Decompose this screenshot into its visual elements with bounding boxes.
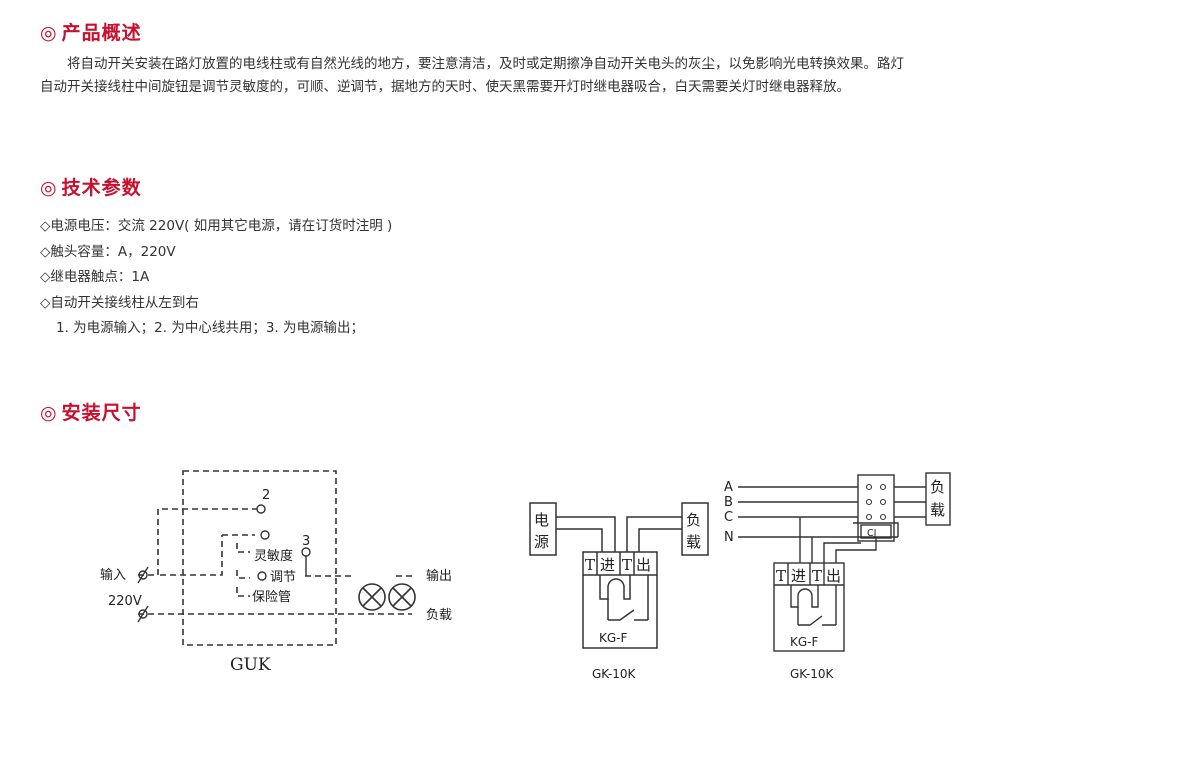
- source-label-1: 电: [534, 511, 549, 529]
- label-load: 负载: [426, 608, 452, 623]
- spec-item-relay-contact: ◇继电器触点：1A: [40, 269, 150, 285]
- contactor-contact-icon: [865, 513, 873, 521]
- relay-coil-wire: [599, 575, 631, 600]
- spec-item-contact-capacity: ◇触头容量：A，220V: [40, 243, 176, 260]
- input-wire-top: [138, 508, 260, 576]
- terminal-out-label: 出: [636, 556, 651, 574]
- terminal-t2-label: T: [622, 556, 632, 574]
- input-terminal-slash: [137, 566, 149, 584]
- terminal-t2-label: T: [812, 567, 822, 585]
- neutral-terminal-icon: [138, 609, 148, 619]
- guk-wiring-diagram: 输入 220V 输出 负载 灵敏度 调节 保险管 2 3 GUK: [100, 470, 452, 675]
- relay-switch-icon: [798, 615, 836, 626]
- relay-switch-icon: [608, 609, 648, 621]
- spec-item-voltage: ◇电源电压：交流 220V( 如用其它电源，请在订货时注明 ): [40, 218, 393, 234]
- kgf-device-label: KG-F: [599, 631, 627, 645]
- kgf-device-box: [773, 562, 845, 652]
- section-mark: ◎: [40, 402, 58, 424]
- fuse-wire: [236, 587, 250, 597]
- contactor-contact-icon: [879, 498, 887, 506]
- three-phase-wiring-diagram: A B C N CJ 负 载 T 进 T 出 KG-F GK-10K: [724, 472, 951, 681]
- spec-item-terminal-order: 1. 为电源输入；2. 为中心线共用；3. 为电源输出；: [56, 320, 365, 336]
- terminal-in-label: 进: [600, 556, 615, 574]
- input-terminal-icon: [138, 570, 148, 580]
- kgf-device-label: KG-F: [790, 635, 818, 649]
- label-adjust: 调节: [270, 570, 296, 585]
- neutral-terminal-slash: [137, 605, 149, 623]
- load-wire-top: [626, 516, 682, 552]
- phase-a-label: A: [724, 480, 733, 495]
- contactor-contact-icon: [865, 483, 873, 491]
- terminal-3-icon: [301, 547, 311, 557]
- contactor-contact-icon: [879, 483, 887, 491]
- label-terminal-3: 3: [302, 534, 310, 549]
- relay-coil-wire: [790, 585, 819, 608]
- terminal-2-icon: [256, 504, 266, 514]
- three-phase-model-label: GK-10K: [790, 667, 835, 681]
- load-label-1: 负: [686, 511, 701, 529]
- source-wire-top: [556, 516, 616, 552]
- terminal-t1-label: T: [776, 567, 786, 585]
- overview-line-1: 将自动开关安装在路灯放置的电线柱或有自然光线的地方，要注意清洁，及时或定期擦净自…: [67, 56, 904, 72]
- lamp-icon: [358, 583, 386, 611]
- label-sensitivity: 灵敏度: [254, 548, 293, 564]
- load-label-2: 载: [930, 501, 945, 519]
- label-voltage: 220V: [108, 594, 142, 609]
- source-wire-bottom: [556, 528, 603, 552]
- section-title-specs: ◎技术参数: [40, 173, 142, 200]
- section-title-install: ◎安装尺寸: [40, 398, 142, 425]
- section-title-text: 技术参数: [61, 177, 142, 199]
- phase-c-label: C: [724, 510, 733, 525]
- input-branch: [160, 535, 223, 576]
- load-wire-bottom: [638, 528, 682, 552]
- label-terminal-2: 2: [262, 488, 270, 503]
- lamp-icon: [388, 583, 416, 611]
- load-box: [925, 472, 951, 526]
- spec-list: ◇电源电压：交流 220V( 如用其它电源，请在订货时注明 ) ◇触头容量：A，…: [40, 214, 392, 342]
- contactor-contact-icon: [879, 513, 887, 521]
- overview-line-2: 自动开关接线柱中间旋钮是调节灵敏度的，可顺、逆调节，据地方的天时、使天黑需要开灯…: [40, 79, 850, 95]
- lamp-cross: [362, 587, 382, 607]
- device-to-coil-wire: [823, 542, 861, 563]
- source-label-2: 源: [534, 533, 549, 551]
- label-output: 输出: [426, 568, 452, 584]
- contactor-contact-icon: [865, 498, 873, 506]
- device-output-wire: [835, 538, 877, 563]
- terminal-out-label: 出: [826, 567, 841, 585]
- terminal-in-label: 进: [791, 567, 806, 585]
- phase-b-label: B: [724, 495, 733, 510]
- single-phase-model-label: GK-10K: [592, 667, 637, 681]
- neutral-return-wire: [853, 522, 899, 537]
- label-fuse: 保险管: [252, 590, 291, 605]
- adjust-knob-icon: [257, 571, 267, 581]
- section-title-overview: ◎产品概述: [40, 18, 142, 45]
- load-label-2: 载: [686, 533, 701, 551]
- section-mark: ◎: [40, 22, 58, 44]
- contactor-label: CJ: [867, 528, 876, 539]
- lamp-cross: [392, 587, 412, 607]
- section-title-text: 产品概述: [61, 22, 142, 44]
- overview-paragraph: 将自动开关安装在路灯放置的电线柱或有自然光线的地方，要注意清洁，及时或定期擦净自…: [40, 53, 1140, 99]
- label-input: 输入: [100, 567, 126, 583]
- single-phase-wiring-diagram: 电 源 负 载 T 进 T 出 KG-F GK-10K: [529, 502, 709, 681]
- neutral-label: N: [724, 530, 734, 545]
- guk-housing-outline: [182, 470, 337, 646]
- sensitivity-wire: [236, 543, 250, 553]
- section-mark: ◎: [40, 177, 58, 199]
- guk-model-label: GUK: [230, 655, 271, 675]
- section-title-text: 安装尺寸: [61, 402, 142, 424]
- load-label-1: 负: [930, 478, 945, 496]
- terminal-t1-label: T: [585, 556, 595, 574]
- adjust-wire: [236, 570, 250, 579]
- terminal-1-icon: [260, 530, 270, 540]
- spec-item-terminals: ◇自动开关接线柱从左到右: [40, 294, 199, 311]
